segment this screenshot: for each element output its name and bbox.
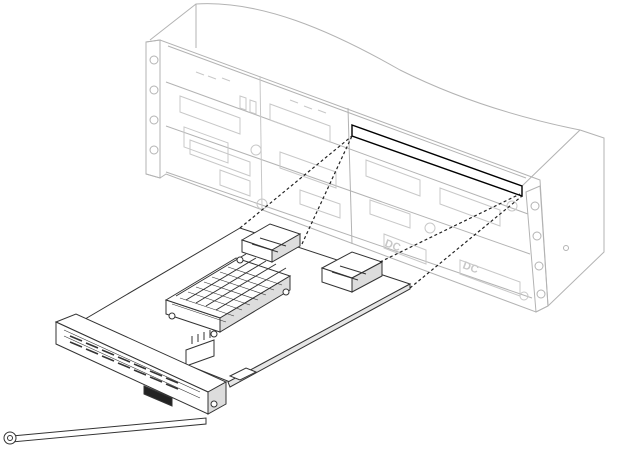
rack-ear-hole — [530, 201, 540, 211]
module-port-block — [219, 169, 251, 197]
row-divider — [165, 171, 533, 299]
module-port-block — [179, 95, 241, 135]
card-pcb-edge — [227, 283, 411, 388]
rack-ear-hole — [532, 231, 542, 241]
dc-power-label: DC — [383, 238, 402, 255]
interface-card — [54, 223, 412, 415]
module-port-block — [189, 139, 251, 177]
card-port — [143, 385, 173, 407]
led-indicators — [239, 95, 257, 115]
module-port-block — [365, 159, 421, 197]
module-port-block — [279, 151, 337, 189]
dc-power-label: DC — [461, 260, 480, 277]
card-faceplate — [54, 313, 228, 415]
insertion-guide-lines — [239, 135, 523, 289]
rack-ear-hole — [536, 289, 546, 299]
thumbscrew — [506, 200, 518, 212]
module-handle — [183, 126, 229, 164]
right-rack-ear — [525, 185, 549, 313]
ejector-lever — [3, 417, 207, 445]
rack-ear-hole — [534, 261, 544, 271]
rear-connector-left — [240, 223, 302, 263]
column-divider — [347, 107, 353, 245]
column-divider — [259, 75, 263, 209]
card-component — [185, 339, 215, 367]
module-port-block — [369, 199, 411, 229]
heatsink — [164, 253, 292, 338]
chassis-side-screw — [563, 245, 569, 251]
chassis-top-cutaway — [149, 3, 581, 131]
card-pins — [191, 330, 211, 344]
module-port-block — [299, 189, 341, 219]
rear-connector-right — [320, 251, 384, 293]
rack-ear-hole — [149, 55, 159, 65]
chassis-modules — [179, 71, 529, 301]
card-component — [228, 367, 258, 381]
guide-line-bottom-right — [409, 195, 523, 289]
router-chassis — [145, 3, 605, 313]
target-slot-fill — [352, 125, 522, 196]
faceplate-screw — [210, 400, 218, 408]
port-marks — [195, 71, 327, 114]
thumbscrew — [256, 198, 268, 210]
rack-ear-hole — [149, 85, 159, 95]
row-divider — [167, 45, 527, 179]
thumbscrew — [424, 222, 436, 234]
chassis-side-panel — [519, 129, 605, 307]
chassis-power-labels: DC DC — [383, 238, 480, 277]
guide-line-top-left — [239, 135, 353, 229]
rack-ear-hole — [149, 115, 159, 125]
rack-ear-hole — [149, 145, 159, 155]
left-rack-ear — [145, 39, 161, 179]
module-port-block — [383, 233, 427, 265]
thumbscrew — [250, 144, 262, 156]
guide-line-rear-connector — [301, 135, 353, 245]
guide-line-top-right — [379, 193, 521, 263]
thumbscrew — [519, 291, 529, 301]
module-port-block — [439, 187, 501, 227]
row-divider — [165, 125, 531, 255]
module-port-block — [269, 103, 331, 143]
